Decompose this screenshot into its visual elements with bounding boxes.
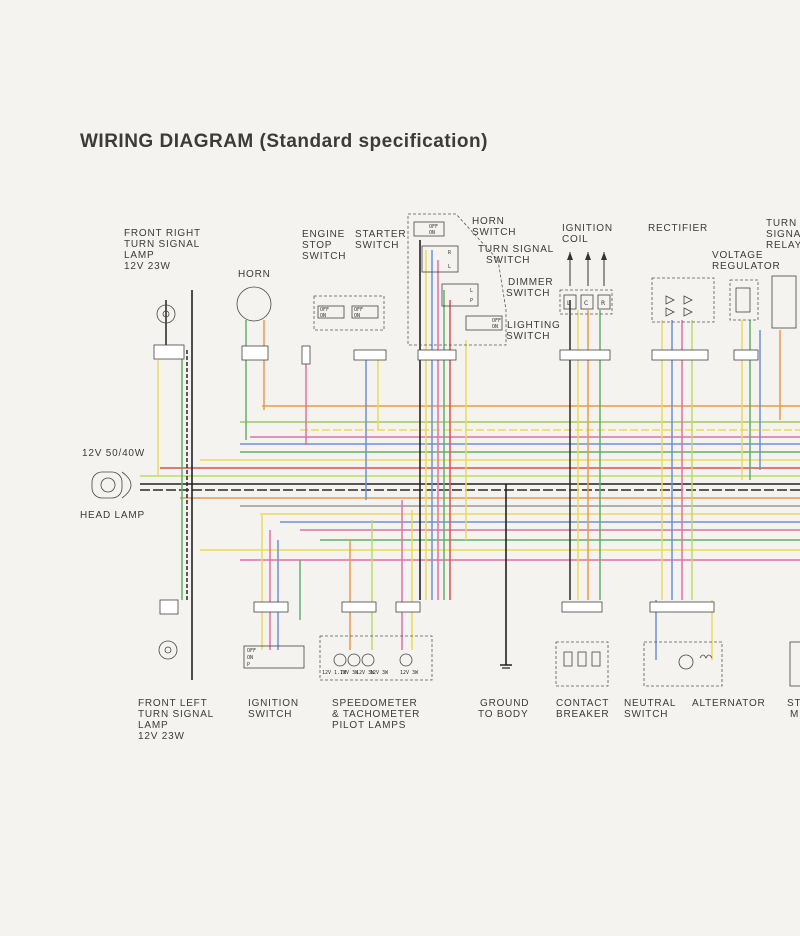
svg-text:ON: ON (247, 655, 253, 661)
pilot-lamps: 12V 1.7W 12V 3W 12V 3W 12V 3W 12V 3W (319, 601, 433, 681)
front-left-turn-signal-lamp (158, 599, 179, 660)
svg-text:OFF: OFF (320, 307, 329, 313)
svg-text:12V 1.7W: 12V 1.7W (322, 670, 347, 676)
svg-text:ON: ON (429, 230, 435, 236)
contact-breaker (555, 601, 609, 687)
horn-icon (236, 286, 272, 361)
front-right-label: FRONT RIGHT TURN SIGNAL LAMP 12V 23W (124, 228, 204, 272)
svg-text:L: L (470, 288, 473, 294)
svg-text:OFF: OFF (247, 648, 256, 654)
svg-text:ON: ON (354, 313, 360, 319)
front-right-turn-signal-lamp (153, 304, 185, 360)
svg-text:R: R (601, 300, 605, 307)
ignition-switch: OFF ON P (243, 601, 305, 669)
voltage-regulator (729, 279, 759, 361)
neutral-switch-label: NEUTRAL SWITCH (624, 698, 680, 720)
svg-text:OFF: OFF (354, 307, 363, 313)
right-edge-component (789, 641, 800, 687)
wire-harness (140, 405, 800, 561)
svg-text:ON: ON (492, 324, 498, 330)
svg-text:12V 3W: 12V 3W (356, 670, 375, 676)
ground-symbol (500, 664, 512, 669)
horn-label: HORN (238, 269, 271, 280)
ignition-coil: L C R (559, 252, 613, 361)
voltage-regulator-label: VOLTAGE REGULATOR (712, 250, 781, 272)
contact-breaker-label: CONTACT BREAKER (556, 698, 613, 720)
alternator-label: ALTERNATOR (692, 698, 766, 709)
dimmer-switch-label: DIMMER SWITCH (506, 277, 557, 299)
rectifier-label: RECTIFIER (648, 223, 708, 234)
ground-label: GROUND TO BODY (478, 698, 533, 720)
svg-text:ON: ON (320, 313, 326, 319)
head-lamp-label: HEAD LAMP (80, 510, 145, 521)
engine-stop-switch: OFF ON OFF ON (301, 295, 387, 365)
svg-text:P: P (247, 662, 250, 668)
turn-signal-relay-label: TURN SIGNAL RELAY (766, 218, 800, 251)
svg-text:P: P (470, 298, 473, 304)
turn-signal-relay (771, 275, 797, 329)
svg-text:C: C (584, 300, 588, 307)
ignition-switch-label: IGNITION SWITCH (248, 698, 302, 720)
starter-switch-label: STARTER SWITCH (355, 229, 410, 251)
horn-switch-label: HORN SWITCH (472, 216, 516, 238)
turn-signal-switch-label: TURN SIGNAL SWITCH (478, 244, 557, 266)
alternator (643, 601, 723, 687)
engine-stop-label: ENGINE STOP SWITCH (302, 229, 349, 262)
handlebar-switch-cluster: OFF ON R L L P OFF ON (407, 213, 507, 361)
rectifier (651, 277, 715, 361)
head-lamp-rating: 12V 50/40W (82, 448, 145, 459)
right-edge-label: ST M (787, 698, 800, 720)
head-lamp (91, 471, 132, 499)
svg-text:12V 3W: 12V 3W (400, 670, 419, 676)
svg-text:L: L (448, 264, 451, 270)
svg-text:12V 3W: 12V 3W (340, 670, 359, 676)
svg-text:L: L (567, 300, 571, 307)
speedometer-label: SPEEDOMETER & TACHOMETER PILOT LAMPS (332, 698, 424, 731)
svg-text:OFF: OFF (492, 318, 501, 324)
svg-text:OFF: OFF (429, 224, 438, 230)
diagram-title: WIRING DIAGRAM (Standard specification) (80, 131, 488, 152)
front-left-label: FRONT LEFT TURN SIGNAL LAMP 12V 23W (138, 698, 217, 742)
ignition-coil-label: IGNITION COIL (562, 223, 616, 245)
svg-text:R: R (448, 250, 452, 256)
svg-text:12V 3W: 12V 3W (370, 670, 389, 676)
lighting-switch-label: LIGHTING SWITCH (506, 320, 564, 342)
